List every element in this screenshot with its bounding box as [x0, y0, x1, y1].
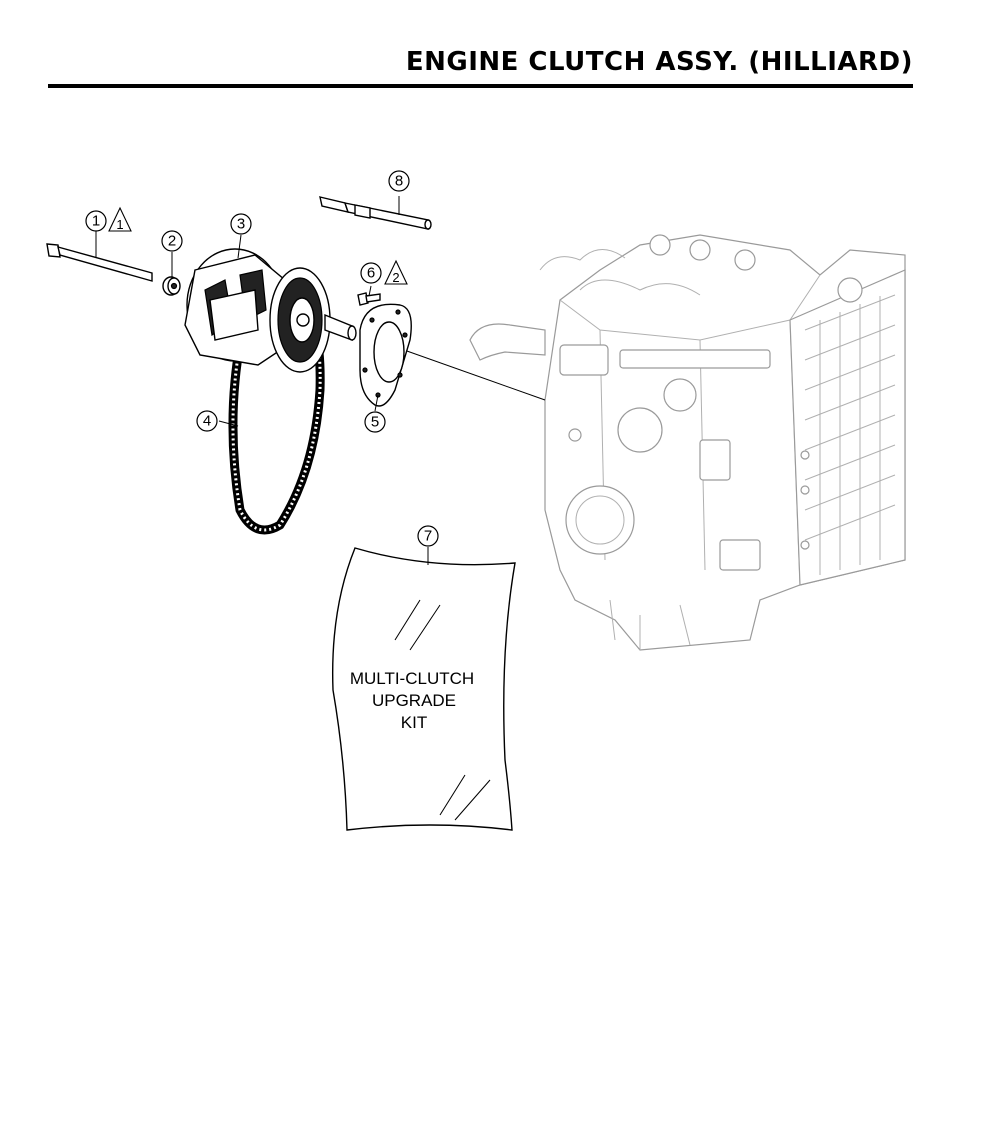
svg-text:4: 4	[203, 413, 211, 430]
leader-line-5	[374, 394, 379, 412]
kit-label-line2: UPGRADE	[372, 691, 456, 710]
callout-5: 5	[364, 411, 386, 433]
mounting-flange-part	[359, 303, 412, 407]
warning-triangle-2: 2	[384, 259, 408, 285]
callout-3: 3	[230, 213, 252, 235]
leader-line-3	[237, 234, 242, 259]
callout-8: 8	[388, 170, 410, 192]
upgrade-kit-bag: MULTI-CLUTCH UPGRADE KIT	[332, 547, 516, 831]
svg-text:6: 6	[367, 265, 375, 282]
svg-text:5: 5	[371, 414, 379, 431]
svg-text:8: 8	[395, 173, 403, 190]
svg-text:1: 1	[92, 213, 100, 230]
callout-6: 6	[360, 262, 382, 284]
callout-2: 2	[161, 230, 183, 252]
svg-text:2: 2	[392, 270, 399, 285]
spacer-part	[162, 276, 181, 296]
callout-7: 7	[417, 525, 439, 547]
warning-triangle-1: 1	[108, 206, 132, 232]
drive-shaft-part	[319, 196, 432, 230]
leader-line-6	[368, 285, 372, 297]
clutch-bolt-part	[46, 243, 153, 282]
engine-illustration	[469, 234, 906, 651]
leader-line-4	[218, 420, 239, 427]
kit-label-line1: MULTI-CLUTCH	[350, 669, 474, 688]
svg-text:3: 3	[237, 216, 245, 233]
clutch-assembly-part	[184, 248, 357, 373]
svg-text:7: 7	[424, 528, 432, 545]
svg-text:2: 2	[168, 233, 176, 250]
callout-4: 4	[196, 410, 218, 432]
svg-text:1: 1	[116, 217, 123, 232]
title-divider	[48, 84, 913, 88]
flange-bolt-part	[357, 292, 381, 306]
kit-label-line3: KIT	[401, 713, 427, 732]
page-title: ENGINE CLUTCH ASSY. (HILLIARD)	[405, 47, 913, 77]
alignment-line	[389, 344, 546, 401]
callout-1: 1	[85, 210, 107, 232]
